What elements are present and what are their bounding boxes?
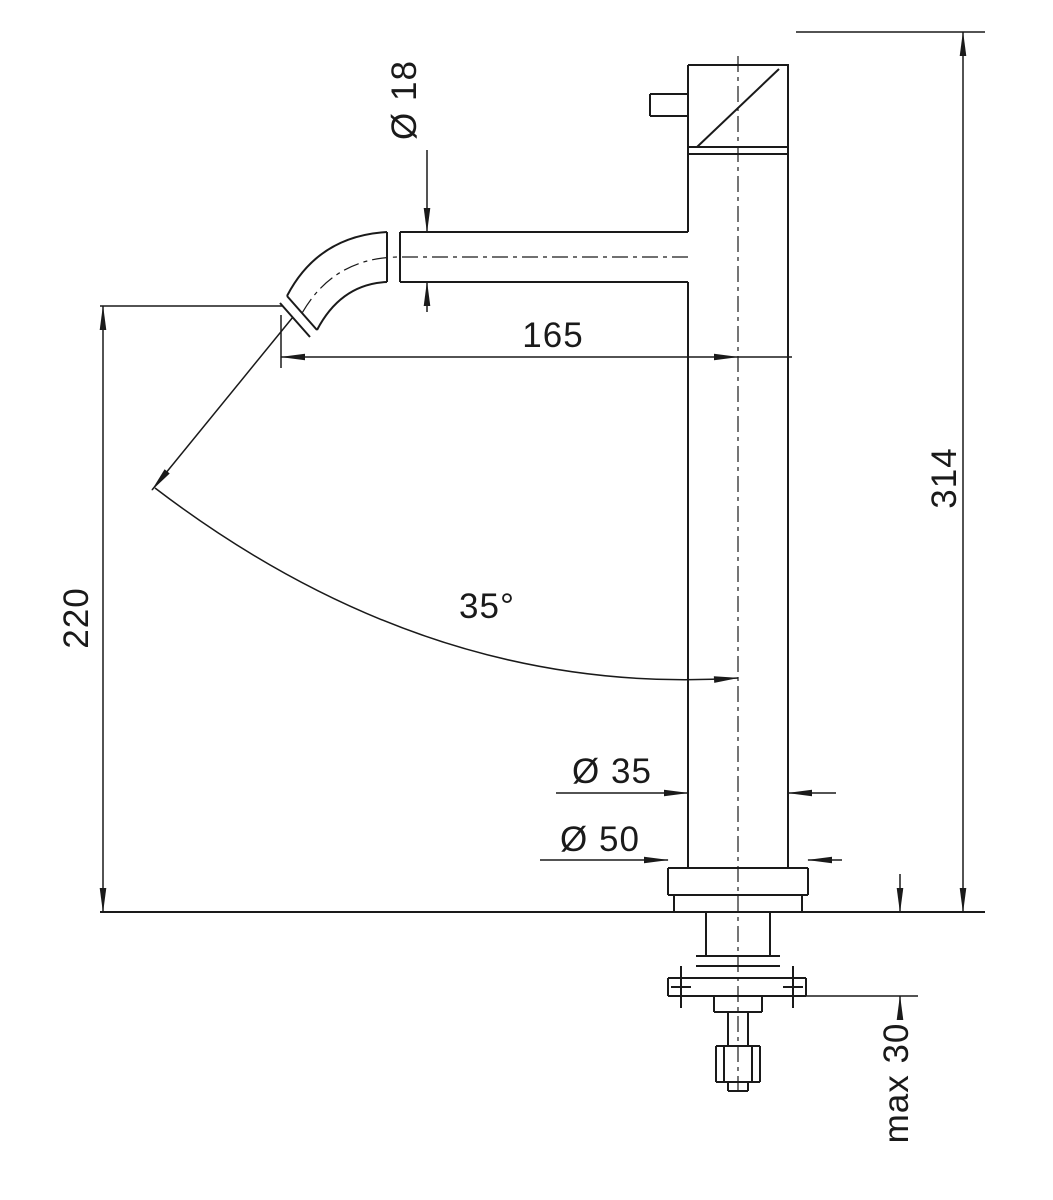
mounting-hardware <box>667 912 807 1092</box>
dimension-outlet-height: 220 <box>57 305 283 913</box>
faucet-spout-outline <box>279 231 688 338</box>
dimension-max-thickness: max 30 <box>806 874 918 1143</box>
spout-outlet <box>279 295 318 338</box>
spout-angle-label: 35° <box>459 587 515 626</box>
body-diameter-label: Ø 35 <box>572 752 652 791</box>
dimension-overall-height: 314 <box>796 31 985 913</box>
clamp-bracket <box>667 977 807 997</box>
centerlines <box>300 56 739 1096</box>
spout-diameter-label: Ø 18 <box>385 60 424 140</box>
clamp-bolt-right <box>783 966 803 1008</box>
outlet-height-label: 220 <box>57 587 96 648</box>
overall-height-label: 314 <box>925 447 964 508</box>
dimension-spout-reach: 165 <box>280 315 792 368</box>
dimension-base-diameter: Ø 50 <box>540 820 842 864</box>
dimension-spout-diameter: Ø 18 <box>385 60 431 312</box>
dimension-body-diameter: Ø 35 <box>556 752 836 797</box>
spout-centerline <box>300 256 688 316</box>
base-diameter-label: Ø 50 <box>560 820 640 859</box>
lever-handle <box>649 93 688 117</box>
spout-reach-label: 165 <box>522 316 583 355</box>
faucet-base-flange <box>667 867 809 912</box>
max-thickness-label: max 30 <box>877 1023 916 1144</box>
clamp-bolt-left <box>671 966 691 1008</box>
dimension-spout-angle: 35° <box>151 316 739 683</box>
faucet-body-outline <box>649 64 789 868</box>
